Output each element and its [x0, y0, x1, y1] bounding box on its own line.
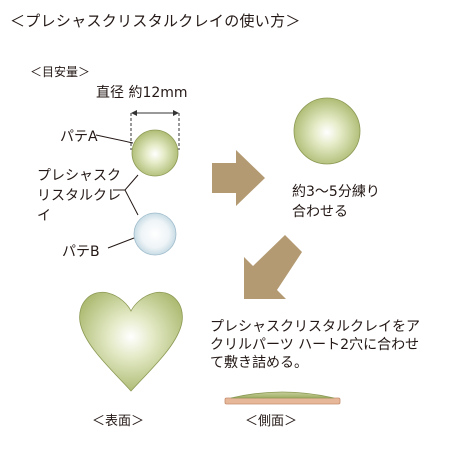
paste-b-ball [133, 212, 177, 256]
dimension-label: 直径 約12mm [96, 85, 188, 101]
page-title: ＜プレシャスクリスタルクレイの使い方＞ [10, 12, 301, 30]
heart-front-view [79, 291, 183, 392]
guide-section-label: ＜目安量＞ [30, 65, 91, 79]
down-left-arrow [244, 235, 302, 299]
paste-a-ball [131, 129, 179, 177]
mixed-ball [293, 97, 361, 165]
side-view [224, 391, 341, 405]
dimension-guide [130, 110, 180, 150]
right-arrow [212, 150, 265, 206]
mix-instruction: 約3～5分練り合わせる [292, 184, 380, 220]
leader-lines [95, 134, 139, 249]
fill-instruction: プレシャスクリスタルクレイをアクリルパーツ ハート2穴に合わせて敷き詰める。 [210, 319, 420, 371]
material-label: プレシャスクリスタルクレイ [37, 168, 121, 224]
paste-b-label: パテB [62, 244, 100, 260]
paste-a-label: パテA [60, 129, 98, 145]
front-view-label: ＜表面＞ [92, 414, 145, 429]
side-view-label: ＜側面＞ [245, 414, 298, 429]
